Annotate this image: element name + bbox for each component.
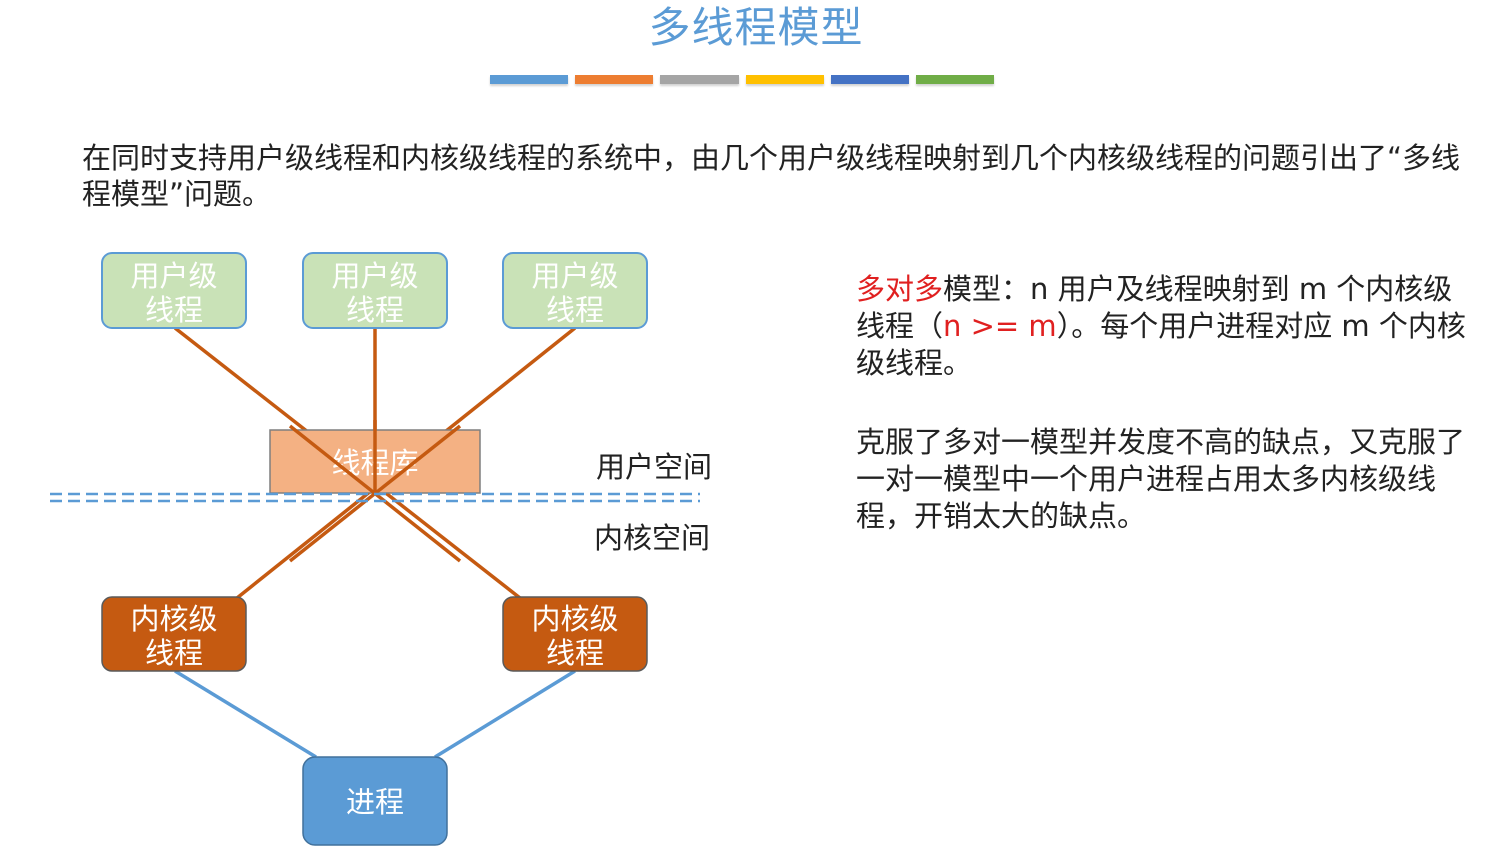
description-part-1: 模型：n 用户及线程映射到 m 个内核级线程（ bbox=[856, 272, 1453, 343]
description-part-2: ）。每个用户进程对应 m 个内核级线程。 bbox=[856, 309, 1466, 380]
many-to-many-description: 多对多模型：n 用户及线程映射到 m 个内核级线程（n >= m）。每个用户进程… bbox=[856, 271, 1466, 382]
kernel-thread-2-label-line1: 内核级 bbox=[531, 602, 618, 636]
user-thread-2-label-line1: 用户级 bbox=[331, 259, 418, 293]
user-space-label: 用户空间 bbox=[596, 450, 712, 484]
kernel-thread-2-label-line2: 线程 bbox=[546, 636, 604, 670]
line-kernel2-to-process bbox=[434, 669, 576, 759]
many-to-many-diagram: 用户级 线程 用户级 线程 用户级 线程 线程库 用户空间 内核空间 内核级 线… bbox=[50, 252, 712, 846]
color-bar-segment-6 bbox=[915, 75, 995, 84]
user-thread-3-label-line1: 用户级 bbox=[531, 259, 618, 293]
user-thread-1-label-line1: 用户级 bbox=[130, 259, 217, 293]
advantages-paragraph: 克服了多对一模型并发度不高的缺点，又克服了一对一模型中一个用户进程占用太多内核级… bbox=[856, 425, 1466, 533]
kernel-thread-1-label-line1: 内核级 bbox=[130, 602, 217, 636]
user-thread-box-3: 用户级 线程 bbox=[502, 252, 648, 329]
kernel-space-label: 内核空间 bbox=[594, 521, 710, 555]
user-thread-2-label-line2: 线程 bbox=[346, 293, 404, 327]
user-thread-box-1: 用户级 线程 bbox=[101, 252, 247, 329]
page-title: 多线程模型 bbox=[648, 3, 864, 52]
process-box: 进程 bbox=[302, 756, 448, 846]
model-name-highlight: 多对多 bbox=[856, 272, 944, 306]
user-thread-box-2: 用户级 线程 bbox=[302, 252, 448, 329]
user-thread-3-label-line2: 线程 bbox=[546, 293, 604, 327]
color-bar-segment-3 bbox=[660, 75, 739, 84]
color-bar-segment-1 bbox=[490, 75, 569, 84]
intro-paragraph: 在同时支持用户级线程和内核级线程的系统中，由几个用户级线程映射到几个内核级线程的… bbox=[82, 141, 1461, 211]
process-label: 进程 bbox=[346, 785, 404, 819]
user-thread-1-label-line2: 线程 bbox=[145, 293, 203, 327]
color-bar-segment-4 bbox=[745, 75, 824, 84]
kernel-thread-box-2: 内核级 线程 bbox=[502, 596, 648, 672]
kernel-thread-box-1: 内核级 线程 bbox=[101, 596, 247, 672]
line-kernel1-to-process bbox=[174, 669, 317, 759]
ratio-highlight: n >= m bbox=[943, 309, 1057, 343]
color-bar-segment-5 bbox=[830, 75, 909, 84]
kernel-thread-1-label-line2: 线程 bbox=[145, 636, 203, 670]
title-color-bar bbox=[490, 75, 995, 84]
color-bar-segment-2 bbox=[575, 75, 654, 84]
